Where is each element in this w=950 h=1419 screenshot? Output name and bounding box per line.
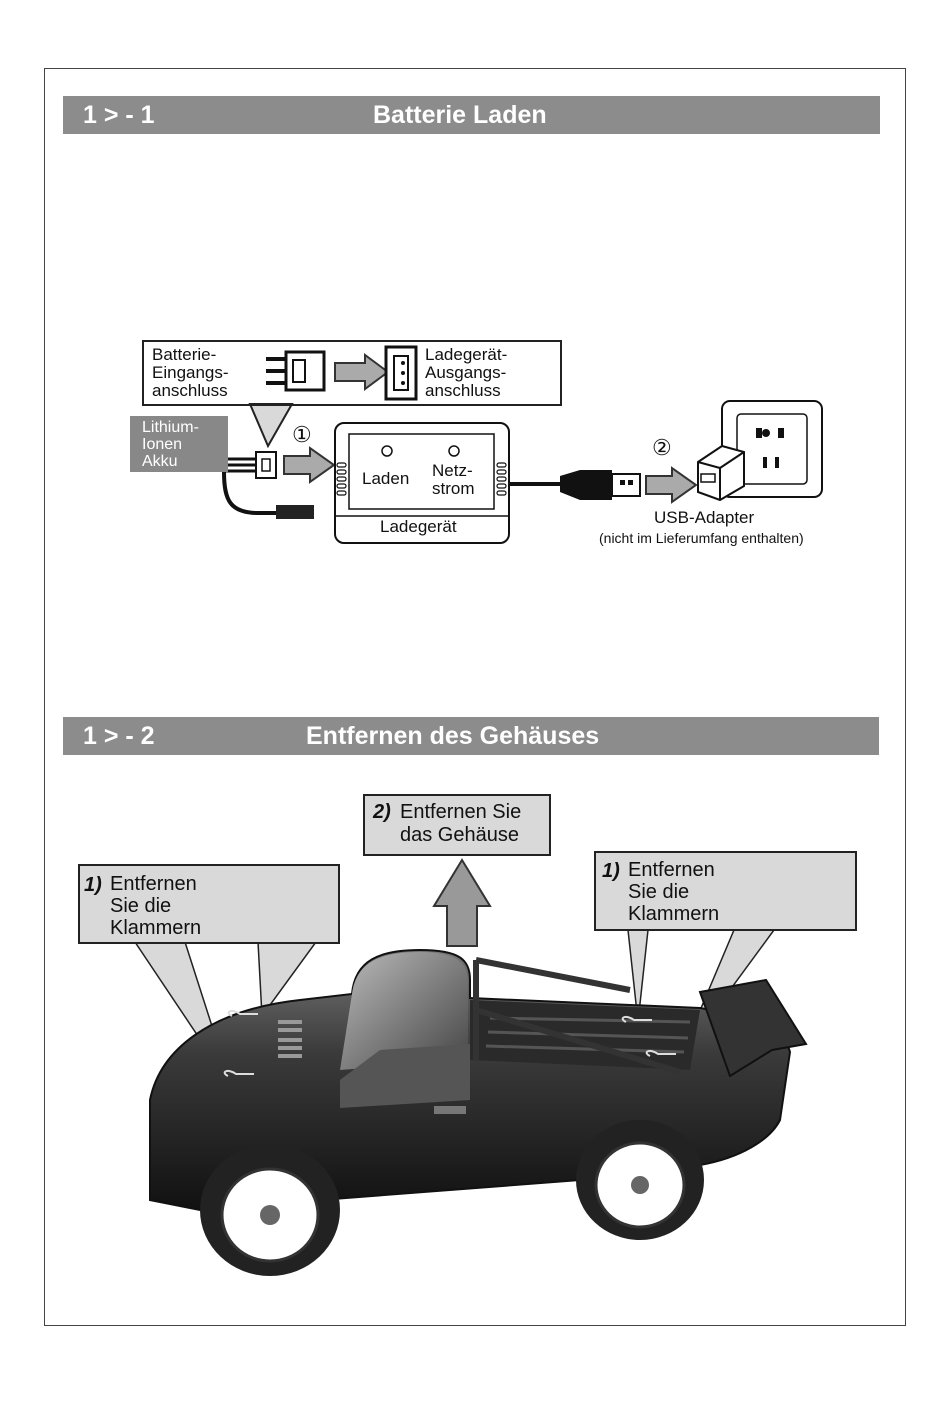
battery-connector-icon xyxy=(266,350,326,392)
section-number: 1 > - 2 xyxy=(83,722,155,750)
center-lift-callout xyxy=(363,794,551,856)
section-title: Entfernen des Gehäuses xyxy=(306,722,600,750)
center-instruction: Entfernen Sie das Gehäuse xyxy=(400,801,522,846)
step2-arrow-icon xyxy=(645,466,698,504)
charge-led-label: Laden xyxy=(362,469,410,488)
battery-label: Lithium- Ionen Akku xyxy=(142,419,199,470)
usb-note-label: (nicht im Lieferumfang enthalten) xyxy=(599,530,804,546)
battery-port-label: Batterie- Eingangs- anschluss xyxy=(152,345,229,400)
connect-arrow-icon xyxy=(334,353,390,391)
power-led-icon xyxy=(448,445,460,457)
rear-wheel xyxy=(576,1120,704,1240)
clip-icon xyxy=(227,1009,258,1017)
wall-socket-icon xyxy=(721,400,823,498)
usb-adapter-label: USB-Adapter xyxy=(654,508,755,527)
clip-icon xyxy=(645,1049,676,1057)
power-led-label: Netz- strom xyxy=(432,461,475,498)
page-frame xyxy=(44,68,906,1326)
usb-plug-icon xyxy=(560,470,641,500)
body-removal-illustration xyxy=(133,858,846,1276)
right-step-number: 1) xyxy=(602,860,620,882)
charging-diagram xyxy=(222,345,823,544)
step2-marker: ② xyxy=(652,435,672,460)
left-clip-callout xyxy=(78,864,340,944)
battery-box xyxy=(130,416,228,472)
connector-callout xyxy=(142,340,562,406)
right-instruction: Entfernen Sie die Klammern xyxy=(628,859,720,925)
left-step-number: 1) xyxy=(84,874,102,896)
section-header-1: 1 > - 1 Batterie Laden xyxy=(63,96,880,134)
clip-icon xyxy=(223,1069,254,1077)
right-clip-callout xyxy=(594,851,857,931)
center-step-number: 2) xyxy=(373,801,391,823)
charger-port-label: Ladegerät- Ausgangs- anschluss xyxy=(425,345,508,400)
step1-marker: ① xyxy=(292,422,312,447)
charger-label: Ladegerät xyxy=(380,517,457,536)
section-header-2: 1 > - 2 Entfernen des Gehäuses xyxy=(63,717,879,755)
clip-icon xyxy=(621,1015,652,1023)
step1-arrow-icon xyxy=(283,446,336,484)
section-title: Batterie Laden xyxy=(373,101,547,129)
left-instruction: Entfernen Sie die Klammern xyxy=(110,873,202,939)
charger-connector-icon xyxy=(384,345,418,401)
charge-led-icon xyxy=(381,445,393,457)
front-wheel xyxy=(200,1144,340,1276)
usb-adapter-icon xyxy=(697,444,745,502)
lift-arrow-icon xyxy=(432,858,492,947)
section-number: 1 > - 1 xyxy=(83,101,155,129)
